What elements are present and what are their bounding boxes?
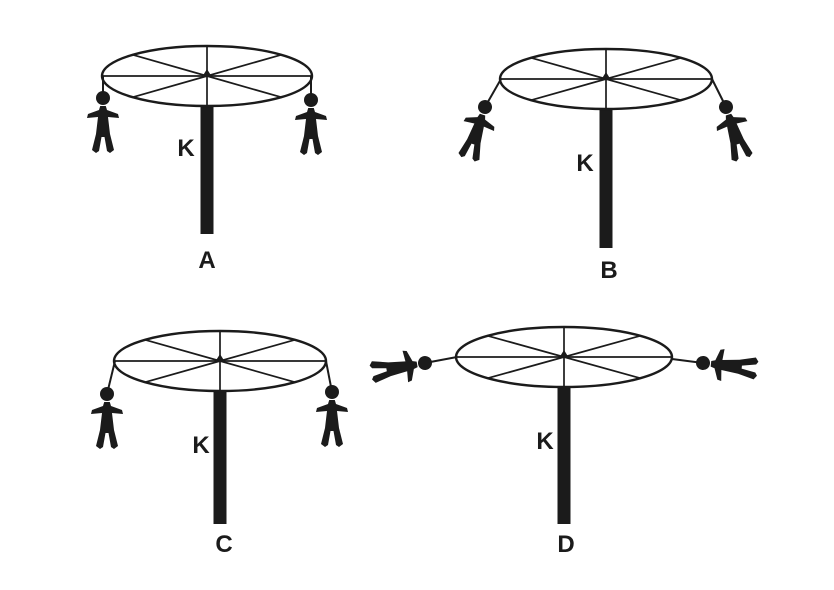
spoke <box>530 56 607 80</box>
spoke <box>132 75 208 99</box>
rider-left <box>87 91 119 153</box>
rider-right <box>716 100 753 162</box>
rider-right <box>316 385 348 447</box>
figure-a: KA <box>87 44 327 274</box>
wheel <box>112 329 328 393</box>
rider-left <box>458 100 495 162</box>
figure-label: B <box>600 257 617 284</box>
pole <box>557 385 571 524</box>
figure-b: KB <box>458 47 753 284</box>
pole-label: K <box>177 135 195 162</box>
pole <box>213 389 227 524</box>
hub <box>215 354 225 362</box>
rider-right <box>696 349 759 382</box>
rider-left <box>91 387 123 449</box>
figure-c: KC <box>91 329 348 558</box>
hub <box>559 350 569 358</box>
hub <box>601 72 611 80</box>
pole <box>200 104 214 234</box>
spoke <box>206 53 282 77</box>
rider-right <box>295 93 327 155</box>
spoke <box>219 360 296 384</box>
pole-label: K <box>536 428 554 455</box>
pole-label: K <box>576 150 594 177</box>
wheel <box>454 325 674 389</box>
spoke <box>563 334 641 358</box>
spoke <box>605 78 682 102</box>
wheel <box>498 47 714 111</box>
spoke <box>144 338 221 362</box>
figure-label: A <box>198 247 215 274</box>
pole-label: K <box>192 432 210 459</box>
spoke <box>605 56 682 80</box>
spoke <box>563 356 641 380</box>
pole <box>599 107 613 248</box>
wheel <box>100 44 314 108</box>
spoke <box>530 78 607 102</box>
spoke <box>487 356 565 380</box>
spoke <box>206 75 282 99</box>
spoke <box>144 360 221 384</box>
rider-left <box>369 350 432 383</box>
figure-label: C <box>215 531 232 558</box>
hub <box>202 69 212 77</box>
spoke <box>219 338 296 362</box>
figure-label: D <box>557 531 574 558</box>
spoke <box>487 334 565 358</box>
figure-d: KD <box>369 325 759 558</box>
spoke <box>132 53 208 77</box>
